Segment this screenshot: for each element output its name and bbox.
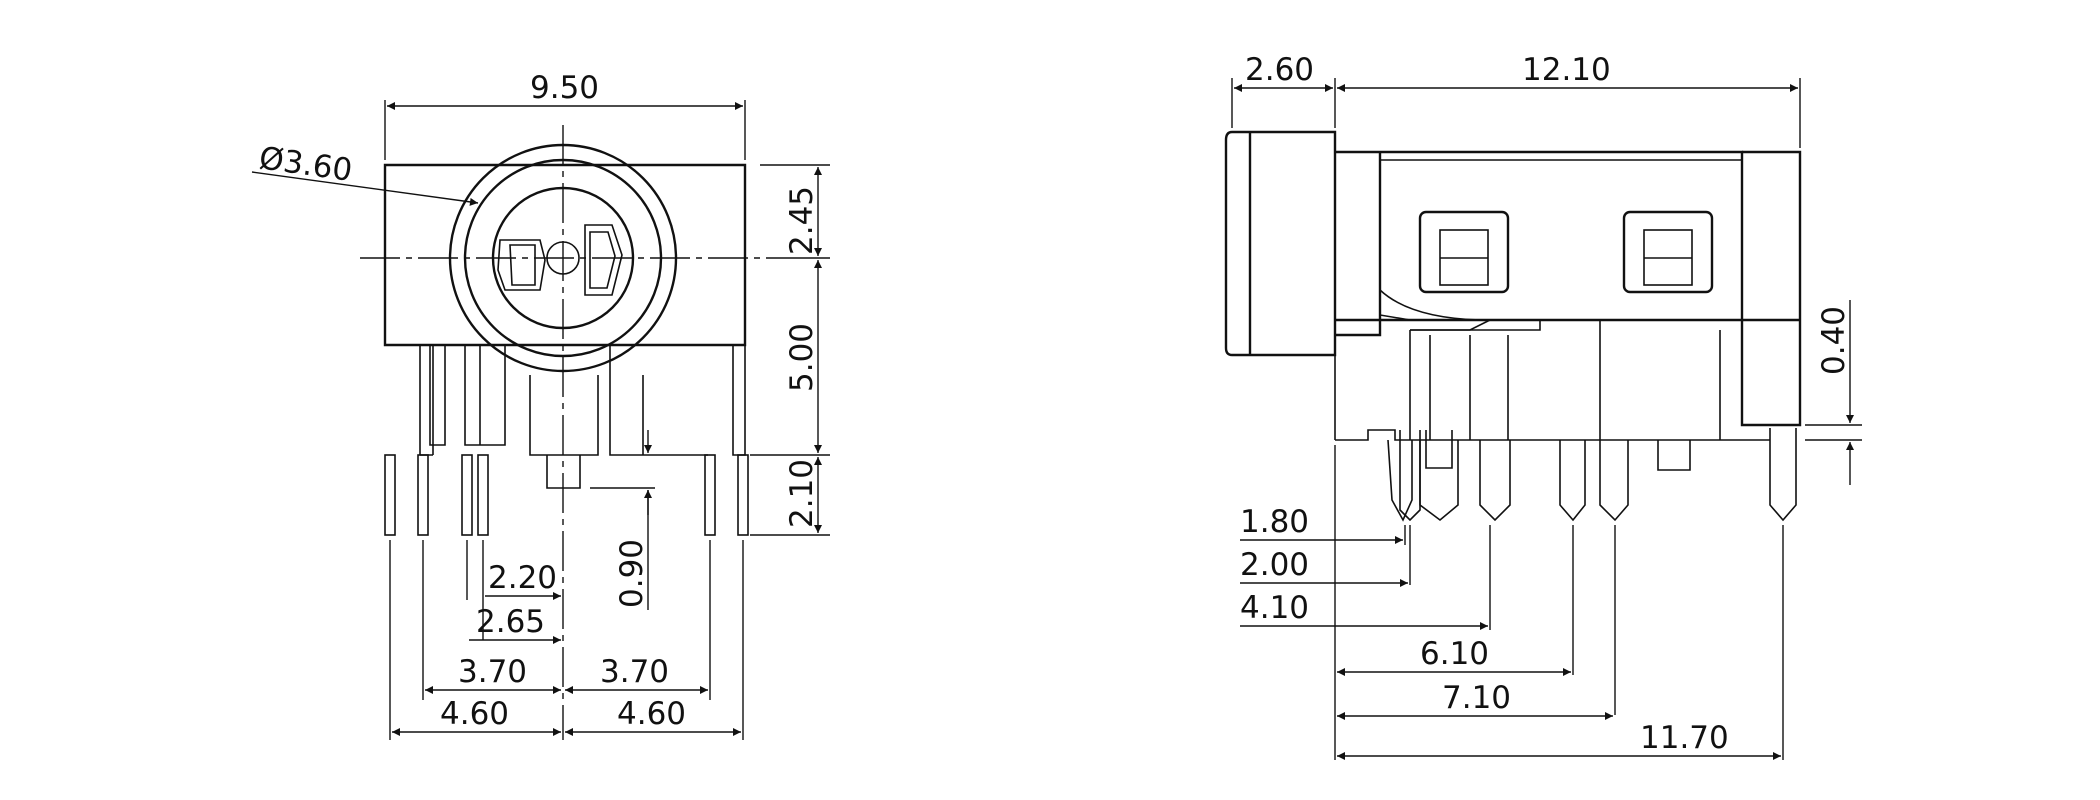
dim-pin-protrusion: 2.10 <box>784 459 820 528</box>
side-pin <box>1399 430 1421 522</box>
dim-pin-4: 6.10 <box>1420 636 1489 672</box>
side-body-inner <box>1379 159 1743 321</box>
dim-center-to-base: 5.00 <box>784 323 820 392</box>
dim-inner-pin-a: 2.20 <box>488 560 557 596</box>
side-pin <box>1387 439 1413 522</box>
dim-pin-2: 2.00 <box>1240 547 1309 583</box>
front-pin <box>704 454 716 536</box>
front-pin <box>417 454 429 536</box>
front-pins <box>384 454 749 536</box>
dim-left-outer-pin: 4.60 <box>440 696 509 732</box>
side-pin <box>1599 440 1629 522</box>
side-lower-frame <box>1334 320 1770 441</box>
right-contact <box>584 224 623 296</box>
front-left-block <box>419 345 434 456</box>
side-nose <box>1224 130 1337 357</box>
side-pin <box>1657 440 1691 471</box>
side-pin <box>1469 335 1511 522</box>
dim-overall-width: 9.50 <box>530 70 599 106</box>
side-body <box>1335 150 1744 337</box>
side-pin <box>1419 335 1459 522</box>
dim-left-pin-c: 3.70 <box>458 654 527 690</box>
dim-pin-1: 1.80 <box>1240 504 1309 540</box>
side-pin <box>1425 430 1453 469</box>
side-end-block <box>1740 150 1802 427</box>
side-window-left <box>1418 210 1510 294</box>
dim-pin-3: 4.10 <box>1240 590 1309 626</box>
dim-pin-offset: 0.90 <box>614 539 650 608</box>
dim-pin-6: 11.70 <box>1640 720 1729 756</box>
side-windows <box>1418 210 1714 294</box>
front-pin <box>477 454 489 536</box>
front-body-outline <box>383 163 747 347</box>
dim-inner-pin-b: 2.65 <box>476 604 545 640</box>
dim-top-to-center: 2.45 <box>784 186 820 255</box>
side-pin <box>1559 440 1586 522</box>
dim-body-length: 12.10 <box>1522 52 1611 88</box>
side-pin <box>1769 428 1797 522</box>
dim-right-outer-pin: 4.60 <box>617 696 686 732</box>
front-socket-block <box>464 345 506 446</box>
front-view: 9.50 Ø3.60 2.45 5.00 2.10 0.90 2.20 2 <box>251 70 830 740</box>
dim-hole-diameter: Ø3.60 <box>257 140 355 189</box>
dim-right-pin-c: 3.70 <box>600 654 669 690</box>
front-pin <box>737 454 749 536</box>
front-pin <box>384 454 396 536</box>
front-right-block <box>609 345 746 456</box>
side-tab <box>1410 319 1491 331</box>
front-center-block <box>529 375 599 456</box>
dim-pin-5: 7.10 <box>1442 680 1511 716</box>
front-pin-block <box>429 345 446 446</box>
dim-base-standoff: 0.40 <box>1816 306 1852 375</box>
side-pins <box>1387 335 1797 522</box>
side-window-right <box>1622 210 1714 294</box>
side-view: 2.60 12.10 0.40 1.80 2.00 4.10 6.10 7.10 <box>1224 52 1862 760</box>
left-contact <box>497 239 546 291</box>
front-pin <box>461 454 473 536</box>
dim-nose-length: 2.60 <box>1245 52 1314 88</box>
